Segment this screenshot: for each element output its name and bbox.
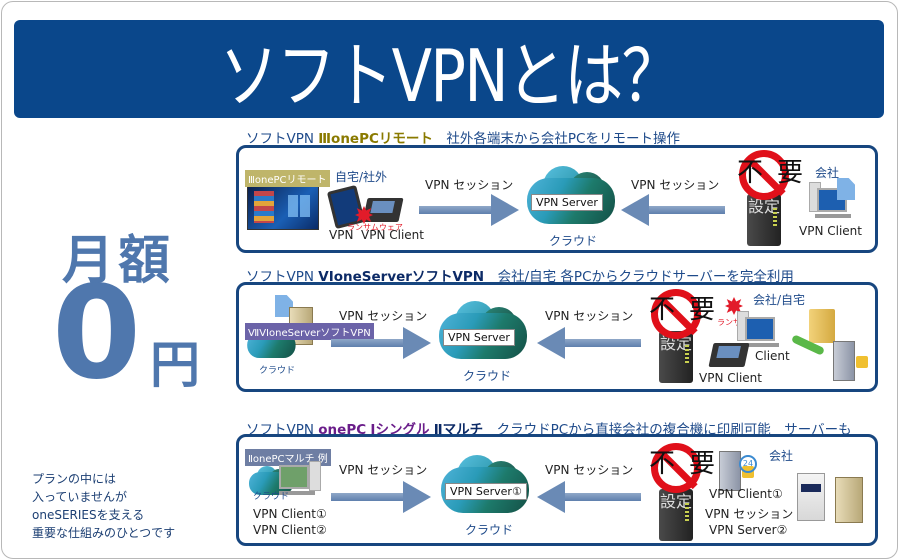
cloud-label: クラウド [253, 492, 290, 502]
vpn-server-label: VPN Server [443, 329, 515, 346]
cloud-server-icon: VPN Server [435, 299, 531, 363]
folder-icon [809, 309, 835, 343]
price-amount: 0 [52, 259, 142, 408]
page-title: ソフトVPNとは？ [219, 33, 680, 118]
price-currency: 円 [150, 336, 200, 394]
title-prefix: ソフトVPN [246, 269, 319, 285]
section-1-diagram: ⅢonePCリモート 自宅/社外 ランサムウェア VPN VPN Client … [236, 145, 878, 253]
client-label: Client [755, 349, 790, 363]
home-outside-label: 自宅/社外 [335, 170, 388, 184]
arrow-left-icon [537, 481, 641, 513]
arrow-left-icon [621, 194, 725, 226]
company-home-label: 会社/自宅 [753, 293, 806, 307]
vpn-server-2-label: VPN Server② [709, 523, 788, 537]
printer-icon [797, 473, 825, 521]
title-description: 社外各端末から会社PCをリモート操作 [432, 131, 680, 147]
ransomware-icon [725, 297, 743, 315]
note-line: 入っていませんが [32, 490, 128, 504]
note-line: oneSERIESを支える [32, 508, 145, 522]
vpn-label: VPN [329, 228, 354, 242]
ransomware-label: ランサムウェア [347, 223, 403, 232]
server-icon [835, 477, 863, 523]
unnecessary-text: 不要 [737, 158, 818, 188]
title-banner: ソフトVPNとは？ [14, 20, 884, 118]
document-icon [837, 178, 855, 200]
section-2-diagram: ⅦVIoneServerソフトVPN クラウド VPN セッション VPN Se… [236, 282, 878, 392]
router-icon: 設定 [659, 331, 693, 383]
unnecessary-text: 不要 [649, 449, 730, 479]
title-product: VIoneServerソフトVPN [318, 269, 485, 285]
router-setting-text: 設定 [747, 197, 780, 216]
vpn-session-label: VPN セッション [545, 463, 634, 477]
arrow-right-icon [419, 194, 519, 226]
vpn-client-label: VPN Client [799, 224, 862, 238]
cloud-label: クラウド [463, 369, 512, 383]
vpn-client-label: VPN Client [361, 228, 424, 242]
laptop-icon [708, 343, 750, 367]
vpn-session-label: VPN セッション [545, 309, 634, 323]
title-prefix: ソフトVPN [246, 131, 319, 147]
router-setting-text: 設定 [659, 492, 692, 511]
vpn-session-label: VPN セッション [425, 178, 514, 192]
arrow-left-icon [537, 327, 641, 359]
cloud-label: クラウド [549, 234, 598, 248]
arrow-right-icon [331, 481, 431, 513]
vpn-client-1-label: VPN Client① [709, 487, 783, 501]
price-label: 月額 [62, 231, 175, 291]
title-product: ⅢonePCリモート [318, 131, 433, 147]
clock-24h-icon: 24 [739, 455, 757, 473]
company-label: 会社 [769, 449, 794, 463]
section-1-title: ソフトVPN ⅢonePCリモート 社外各端末から会社PCをリモート操作 [246, 127, 680, 147]
cloud-label: クラウド [259, 366, 296, 376]
vpn-session-label: VPN セッション [339, 463, 428, 477]
file-server-icon [833, 341, 868, 381]
vpn-client-label: VPN Client [699, 371, 762, 385]
prohibited-icon [651, 443, 701, 493]
title-description: 会社/自宅 各PCからクラウドサーバーを完全利用 [484, 269, 794, 285]
document-icon [275, 295, 293, 317]
note-line: プランの中には [32, 472, 117, 486]
ransomware-icon [355, 206, 373, 224]
product-badge: ⅦVIoneServerソフトVPN [245, 323, 374, 340]
prohibited-icon [651, 289, 701, 339]
note-line: 重要な仕組みのひとつです [32, 526, 176, 540]
vpn-server-label: VPN Server [531, 194, 603, 211]
windows-desktop-icon [247, 184, 319, 230]
cloud-server-icon: VPN Server① [437, 453, 533, 517]
vpn-client-2-label: VPN Client② [253, 523, 327, 537]
vpn-server-1-label: VPN Server① [445, 483, 527, 500]
unnecessary-text: 不要 [649, 295, 730, 325]
section-3-diagram: ⅡonePCマルチ 例 クラウド VPN Client① VPN Client②… [236, 434, 878, 546]
product-badge: ⅢonePCリモート [245, 170, 330, 187]
company-label: 会社 [815, 166, 840, 180]
router-setting-text: 設定 [659, 334, 692, 353]
vpn-session-label: VPN セッション [631, 178, 720, 192]
router-icon: 設定 [747, 194, 781, 246]
vpn-client-1-label: VPN Client① [253, 507, 327, 521]
cloud-server-icon: VPN Server [523, 164, 619, 228]
prohibited-icon [739, 150, 789, 200]
router-icon: 設定 [659, 489, 693, 541]
vpn-session-label: VPN セッション [705, 507, 794, 521]
plan-note: プランの中には 入っていませんが oneSERIESを支える 重要な仕組みのひと… [32, 470, 175, 542]
server-icon [719, 451, 754, 491]
arrow-right-icon [331, 327, 431, 359]
vpn-session-label: VPN セッション [339, 309, 428, 323]
cloud-label: クラウド [465, 523, 514, 537]
section-2-title: ソフトVPN VIoneServerソフトVPN 会社/自宅 各PCからクラウド… [246, 265, 794, 285]
